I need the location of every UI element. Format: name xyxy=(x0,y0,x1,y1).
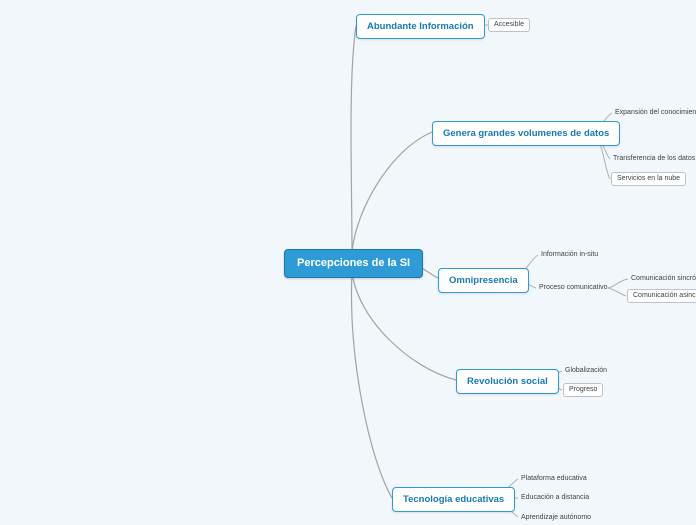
node-leaf-globalizacion[interactable]: Globalización xyxy=(565,367,608,374)
edge-root-to-volumenes xyxy=(351,131,433,253)
edge-root-to-abundante xyxy=(350,25,357,253)
node-leaf-plataforma-educativa[interactable]: Plataforma educativa xyxy=(521,475,587,482)
node-branch-abundante-informacion[interactable]: Abundante Información xyxy=(356,14,485,39)
edge-root-to-tecnologia xyxy=(350,271,393,499)
edge-proceso-asincronica xyxy=(607,287,627,297)
node-leaf-educacion-a-distancia[interactable]: Educación a distancia xyxy=(521,494,590,501)
node-leaf-expansion-del-conocimiento[interactable]: Expansión del conocimiento xyxy=(615,109,696,116)
node-leaf-informacion-in-situ[interactable]: Información in-situ xyxy=(541,251,599,258)
edge-root-to-revolucion xyxy=(351,271,457,381)
node-leaf-comunicacion-sincronica[interactable]: Comunicación sincrónica xyxy=(631,275,696,282)
node-branch-genera-grandes-volumenes-de-datos[interactable]: Genera grandes volumenes de datos xyxy=(432,121,621,146)
node-leaf-aprendizaje-autonomo[interactable]: Aprendizaje autónomo xyxy=(521,514,592,521)
node-branch-tecnologia-educativas[interactable]: Tecnología educativas xyxy=(392,487,516,512)
node-branch-revolucion-social[interactable]: Revolución social xyxy=(456,369,559,394)
node-branch-omnipresencia[interactable]: Omnipresencia xyxy=(438,268,529,293)
node-leaf-progreso[interactable]: Progreso xyxy=(563,383,604,397)
node-root[interactable]: Percepciones de la SI xyxy=(284,249,424,278)
node-leaf-comunicacion-asincronica[interactable]: Comunicación asincrónica xyxy=(627,289,696,303)
node-leaf-servicios-en-la-nube[interactable]: Servicios en la nube xyxy=(611,172,687,186)
node-leaf-transferencia-de-los-datos[interactable]: Transferencia de los datos xyxy=(613,155,696,162)
node-leaf-proceso-comunicativo[interactable]: Proceso comunicativo xyxy=(539,284,608,291)
edge-proceso-sincronica xyxy=(607,278,629,289)
node-leaf-accesible[interactable]: Accesible xyxy=(488,18,530,32)
